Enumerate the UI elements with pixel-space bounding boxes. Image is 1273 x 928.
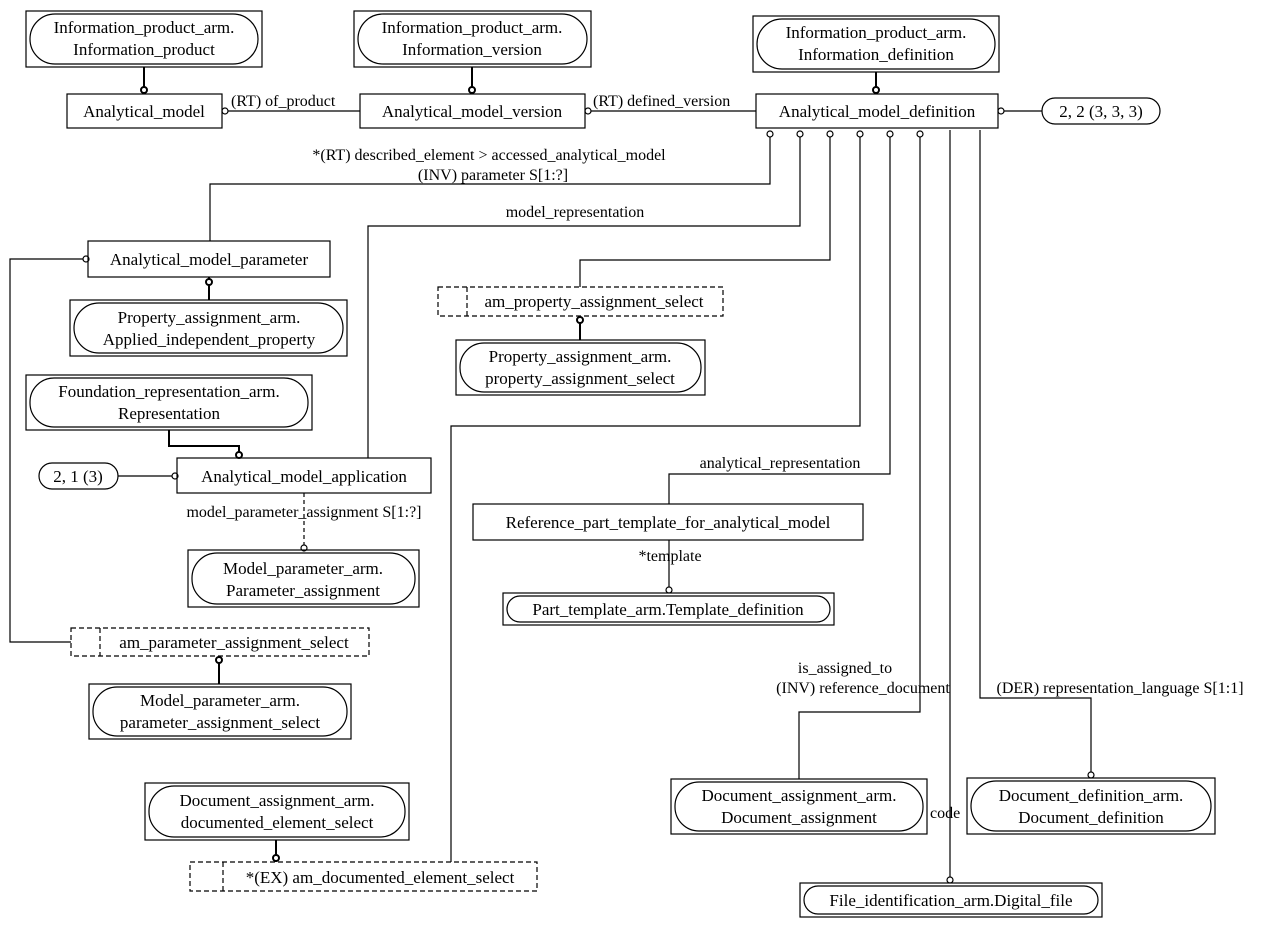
- link-parameter: [209, 137, 771, 241]
- link-documented-element: [450, 137, 861, 862]
- entity-mp-parameter-assignment-line2: Parameter_assignment: [226, 581, 380, 600]
- entity-dd-document-definition-line2: Document_definition: [1018, 808, 1164, 827]
- select-am-documented-element: *(EX) am_documented_element_select: [246, 868, 515, 887]
- label-inv-parameter: (INV) parameter S[1:?]: [418, 167, 568, 184]
- entity-pt-template-definition: Part_template_arm.Template_definition: [532, 600, 804, 619]
- entity-pa-select-line2: property_assignment_select: [485, 369, 675, 388]
- label-defined-version: (RT) defined_version: [593, 93, 730, 110]
- label-of-product: (RT) of_product: [231, 93, 336, 110]
- entity-da-documented-select-line1: Document_assignment_arm.: [180, 791, 375, 810]
- entity-mp-parameter-assignment-line1: Model_parameter_arm.: [223, 559, 383, 578]
- link-parameter-to-select: [9, 258, 83, 643]
- label-code: code: [930, 805, 960, 822]
- entity-fr-representation-line1: Foundation_representation_arm.: [58, 382, 279, 401]
- label-template: *template: [638, 548, 701, 565]
- entity-dd-document-definition-line1: Document_definition_arm.: [999, 786, 1184, 805]
- entity-ipa-definition-line2: Information_definition: [798, 45, 954, 64]
- label-described-element: *(RT) described_element > accessed_analy…: [312, 147, 666, 164]
- link-model-representation: [367, 137, 801, 458]
- select-am-property-assignment: am_property_assignment_select: [484, 292, 703, 311]
- page-ref-2-1: 2, 1 (3): [53, 467, 103, 486]
- label-der-representation-language: (DER) representation_language S[1:1]: [996, 680, 1243, 697]
- entity-pa-applied-line1: Property_assignment_arm.: [118, 308, 301, 327]
- entity-da-documented-select-line2: documented_element_select: [181, 813, 374, 832]
- label-analytical-representation: analytical_representation: [700, 455, 861, 472]
- entity-pa-applied-line2: Applied_independent_property: [103, 330, 316, 349]
- label-is-assigned-to: is_assigned_to: [798, 660, 892, 677]
- label-model-representation: model_representation: [506, 204, 645, 221]
- link-representation-language: [979, 130, 1092, 772]
- link-reference-document: [798, 137, 921, 779]
- label-model-parameter-assignment: model_parameter_assignment S[1:?]: [186, 504, 421, 521]
- link-am-property-select: [579, 137, 831, 287]
- entity-da-document-assignment-line2: Document_assignment: [721, 808, 877, 827]
- entity-analytical-model-definition: Analytical_model_definition: [779, 102, 976, 121]
- entity-analytical-model-version: Analytical_model_version: [382, 102, 563, 121]
- label-inv-reference-document: (INV) reference_document: [776, 680, 950, 697]
- entity-ipa-definition-line1: Information_product_arm.: [786, 23, 967, 42]
- entity-da-document-assignment-line1: Document_assignment_arm.: [702, 786, 897, 805]
- entity-ipa-version-line1: Information_product_arm.: [382, 18, 563, 37]
- entity-ipa-product-line2: Information_product: [73, 40, 215, 59]
- entity-ipa-version-line2: Information_version: [402, 40, 542, 59]
- entity-analytical-model: Analytical_model: [83, 102, 205, 121]
- entity-reference-part-template: Reference_part_template_for_analytical_m…: [506, 513, 831, 532]
- entity-mp-select-line2: parameter_assignment_select: [120, 713, 320, 732]
- entity-pa-select-line1: Property_assignment_arm.: [489, 347, 672, 366]
- entity-analytical-model-application: Analytical_model_application: [201, 467, 407, 486]
- link-analytical-representation: [668, 137, 891, 504]
- entity-ipa-product-line1: Information_product_arm.: [54, 18, 235, 37]
- entity-fr-representation-line2: Representation: [118, 404, 220, 423]
- entity-mp-select-line1: Model_parameter_arm.: [140, 691, 300, 710]
- entity-analytical-model-parameter: Analytical_model_parameter: [110, 250, 309, 269]
- page-ref-2-2: 2, 2 (3, 3, 3): [1059, 102, 1143, 121]
- select-am-parameter-assignment: am_parameter_assignment_select: [119, 633, 349, 652]
- entity-fi-digital-file: File_identification_arm.Digital_file: [829, 891, 1072, 910]
- entity-box: [25, 10, 263, 68]
